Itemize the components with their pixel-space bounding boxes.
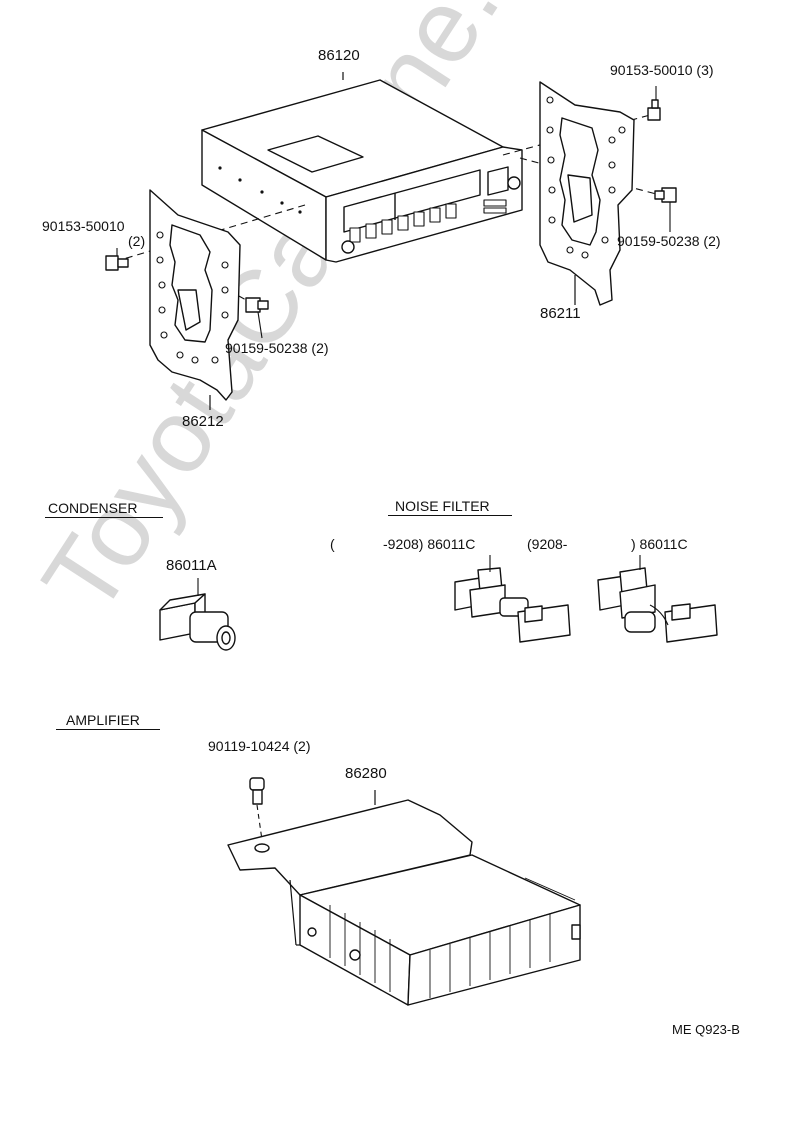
- right-bracket-drawing: [539, 81, 635, 306]
- bolt-right-top-drawing: [647, 86, 661, 121]
- noise-filter-late-drawing: [597, 567, 718, 643]
- label-bracket-left: 86212: [182, 413, 224, 430]
- label-amp-bolt: 90119-10424 (2): [208, 738, 311, 754]
- section-amplifier: AMPLIFIER: [66, 712, 140, 728]
- section-condenser: CONDENSER: [48, 500, 138, 516]
- bolt-left-bottom-drawing: [245, 297, 269, 339]
- label-noise-filter-early: -9208) 86011C: [383, 536, 476, 552]
- section-noise-filter: NOISE FILTER: [395, 498, 490, 514]
- bolt-right-bottom-drawing: [654, 187, 677, 232]
- label-bracket-right: 86211: [540, 305, 581, 322]
- diagram-code: ME Q923-B: [672, 1022, 740, 1037]
- radio-unit-drawing: [201, 79, 523, 263]
- label-amplifier: 86280: [345, 765, 387, 782]
- underline-condenser: [45, 517, 163, 518]
- label-radio-unit: 86120: [318, 47, 360, 64]
- amp-bolt-drawing: [249, 777, 265, 841]
- underline-noise-filter: [388, 515, 512, 516]
- condenser-drawing: [159, 593, 236, 651]
- label-noise-filter-early-open: (: [330, 536, 335, 552]
- left-bracket-drawing: [149, 189, 241, 401]
- label-bolt-left-top: 90153-50010: [42, 218, 125, 234]
- amplifier-drawing: [227, 799, 581, 1006]
- underline-amplifier: [56, 729, 160, 730]
- label-bolt-right-top: 90153-50010 (3): [610, 62, 714, 78]
- label-condenser: 86011A: [166, 557, 217, 574]
- label-noise-filter-late-range: (9208-: [527, 536, 568, 552]
- bolt-left-top-drawing: [105, 248, 129, 271]
- label-bolt-right-bottom: 90159-50238 (2): [617, 233, 721, 249]
- noise-filter-early-drawing: [454, 567, 571, 643]
- label-bolt-left-bottom: 90159-50238 (2): [225, 340, 329, 356]
- label-noise-filter-late: ) 86011C: [631, 536, 688, 552]
- label-bolt-left-top-qty: (2): [128, 233, 146, 249]
